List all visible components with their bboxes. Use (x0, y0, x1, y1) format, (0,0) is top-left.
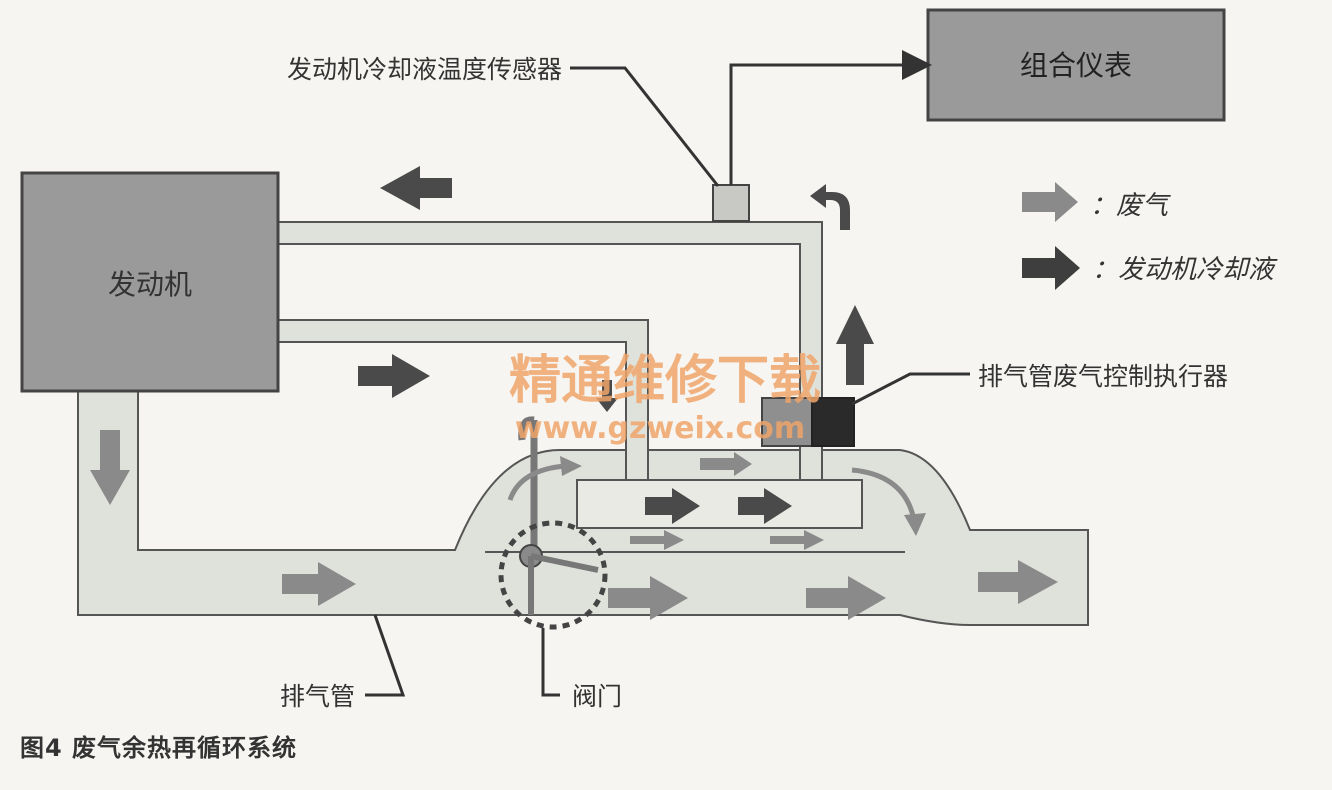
sensor-label: 发动机冷却液温度传感器 (287, 55, 562, 84)
sensor-to-instrument-line (729, 50, 932, 185)
exhaust-arrow-pipe-1 (282, 562, 356, 606)
exhaust-arrow-inner-2 (770, 530, 824, 550)
actuator-dark (811, 397, 855, 447)
engine-label: 发动机 (108, 268, 192, 301)
instrument-cluster-box (926, 8, 1226, 122)
valve-handle (518, 416, 535, 441)
exhaust-arrow-curve-in-head (560, 456, 582, 476)
actuator-label-leader (851, 372, 970, 406)
valve-label: 阀门 (572, 682, 622, 711)
actuator-gray (761, 397, 813, 447)
exhaust-arrow-outlet (978, 560, 1058, 604)
exhaust-arrow-curve-out (851, 467, 917, 521)
watermark-url: www.gzweix.com (515, 411, 805, 446)
exhaust-arrow-main-2 (806, 576, 886, 620)
coolant-arrow-down (596, 380, 618, 412)
watermark-title: 精通维修下载 (509, 351, 821, 411)
valve-flap (530, 553, 599, 573)
heat-exchanger (576, 479, 863, 529)
valve-highlight-circle (498, 520, 608, 630)
exhaust-arrow-curve-in (507, 463, 566, 501)
exhaust-arrow-down (90, 430, 130, 505)
exhaust-arrow-upper-channel (700, 452, 752, 476)
exhaust-arrow-main-1 (608, 576, 688, 620)
legend-exhaust-arrow (1022, 182, 1078, 222)
coolant-arrow-exchanger-2 (738, 488, 792, 524)
valve-label-leader (541, 628, 560, 697)
coolant-arrow-return (380, 166, 452, 210)
instrument-cluster-label: 组合仪表 (1020, 49, 1132, 82)
legend-coolant-text: ：发动机冷却液 (1092, 255, 1278, 285)
legend-coolant-arrow (1022, 246, 1080, 290)
coolant-temp-sensor (712, 184, 750, 222)
coolant-arrow-inlet (358, 354, 430, 398)
legend-exhaust-text: ：废气 (1090, 191, 1171, 221)
figure-caption: 图4 废气余热再循环系统 (20, 734, 298, 762)
exhaust-arrow-inner-1 (630, 530, 684, 550)
engine-box (20, 171, 280, 393)
exhaust-pipe-label-leader (365, 614, 406, 697)
exhaust-pipe-label: 排气管 (280, 682, 355, 711)
exhaust-arrow-curve-out-head (904, 513, 926, 536)
sensor-label-leader (570, 66, 720, 187)
coolant-arrow-exchanger-1 (645, 488, 700, 524)
actuator-label: 排气管废气控制执行器 (978, 362, 1228, 391)
coolant-arrow-bend (810, 184, 850, 230)
coolant-arrow-up (836, 305, 874, 385)
